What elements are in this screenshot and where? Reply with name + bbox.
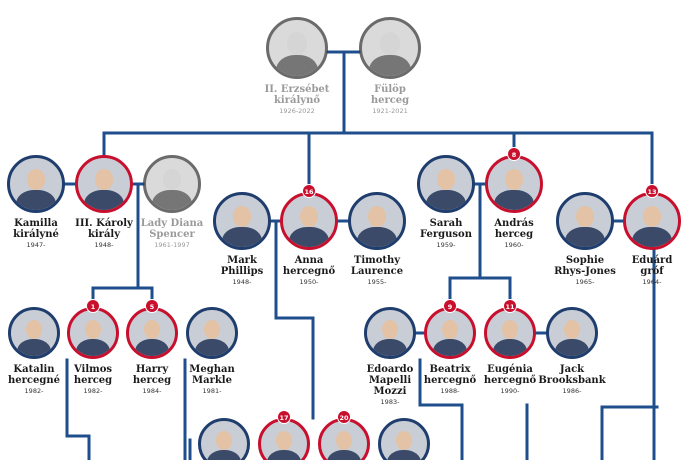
mark-name: Mark Phillips: [220, 255, 264, 277]
charles-photo: [75, 155, 133, 213]
edward-photo: [623, 192, 681, 250]
sarah-photo: [417, 155, 475, 213]
camilla-name: Kamilla királyné: [13, 218, 59, 240]
william-rank-badge: 1: [86, 299, 100, 313]
autumn-photo: [198, 418, 250, 460]
anne-rank-badge: 16: [302, 184, 316, 198]
sarah-years: 1959-: [436, 241, 456, 249]
meghan-years: 1981-: [202, 387, 222, 395]
charles-years: 1948-: [94, 241, 114, 249]
mike-photo: [378, 418, 430, 460]
philip-name: Fülöp herceg: [370, 84, 410, 106]
anne-name: Anna hercegnő: [282, 255, 336, 277]
elizabeth-photo: [266, 17, 328, 79]
beatrice-name: Beatrix hercegnő: [423, 364, 477, 386]
andrew-years: 1960-: [504, 241, 524, 249]
edoardo-years: 1983-: [380, 398, 400, 406]
harry-name: Harry herceg: [132, 364, 172, 386]
mark-years: 1948-: [232, 278, 252, 286]
jack-name: Jack Brooksbank: [538, 364, 606, 386]
anne-photo: [280, 192, 338, 250]
peter-rank-badge: 17: [277, 410, 291, 424]
edward-name: Eduárd gróf: [631, 255, 673, 277]
eugenie-years: 1990-: [500, 387, 520, 395]
zara-rank-badge: 20: [337, 410, 351, 424]
elizabeth-years: 1926-2022: [279, 107, 315, 115]
timothy-name: Timothy Laurence: [350, 255, 404, 277]
william-name: Vilmos herceg: [73, 364, 113, 386]
camilla-photo: [7, 155, 65, 213]
catherine-years: 1982-: [24, 387, 44, 395]
eugenie-name: Eugénia hercegnő: [483, 364, 537, 386]
mark-photo: [213, 192, 271, 250]
eugenie-rank-badge: 11: [503, 299, 517, 313]
beatrice-years: 1988-: [440, 387, 460, 395]
edward-rank-badge: 13: [645, 184, 659, 198]
anne-years: 1950-: [299, 278, 319, 286]
camilla-years: 1947-: [26, 241, 46, 249]
person-mike: [0, 0, 1, 1]
meghan-name: Meghan Markle: [189, 364, 235, 386]
beatrice-rank-badge: 9: [443, 299, 457, 313]
sophie-name: Sophie Rhys-Jones: [554, 255, 616, 277]
philip-photo: [359, 17, 421, 79]
diana-name: Lady Diana Spencer: [140, 218, 204, 240]
beatrice-photo: [424, 307, 476, 359]
edward-years: 1964-: [642, 278, 662, 286]
harry-years: 1984-: [142, 387, 162, 395]
sarah-name: Sarah Ferguson: [419, 218, 473, 240]
philip-years: 1921-2021: [372, 107, 408, 115]
timothy-photo: [348, 192, 406, 250]
eugenie-photo: [484, 307, 536, 359]
timothy-years: 1955-: [367, 278, 387, 286]
sophie-photo: [556, 192, 614, 250]
catherine-photo: [8, 307, 60, 359]
harry-rank-badge: 5: [145, 299, 159, 313]
william-years: 1982-: [83, 387, 103, 395]
elizabeth-name: II. Erzsébet királynő: [264, 84, 330, 106]
edoardo-name: Edoardo Mapelli Mozzi: [366, 364, 414, 397]
sophie-years: 1965-: [575, 278, 595, 286]
edoardo-photo: [364, 307, 416, 359]
diana-photo: [143, 155, 201, 213]
jack-photo: [546, 307, 598, 359]
diana-years: 1961-1997: [154, 241, 190, 249]
william-photo: [67, 307, 119, 359]
harry-photo: [126, 307, 178, 359]
peter-photo: [258, 418, 310, 460]
andrew-name: András herceg: [494, 218, 534, 240]
meghan-photo: [186, 307, 238, 359]
catherine-name: Katalin hercegné: [8, 364, 60, 386]
andrew-photo: [485, 155, 543, 213]
charles-name: III. Károly király: [75, 218, 133, 240]
jack-years: 1986-: [562, 387, 582, 395]
andrew-rank-badge: 8: [507, 147, 521, 161]
